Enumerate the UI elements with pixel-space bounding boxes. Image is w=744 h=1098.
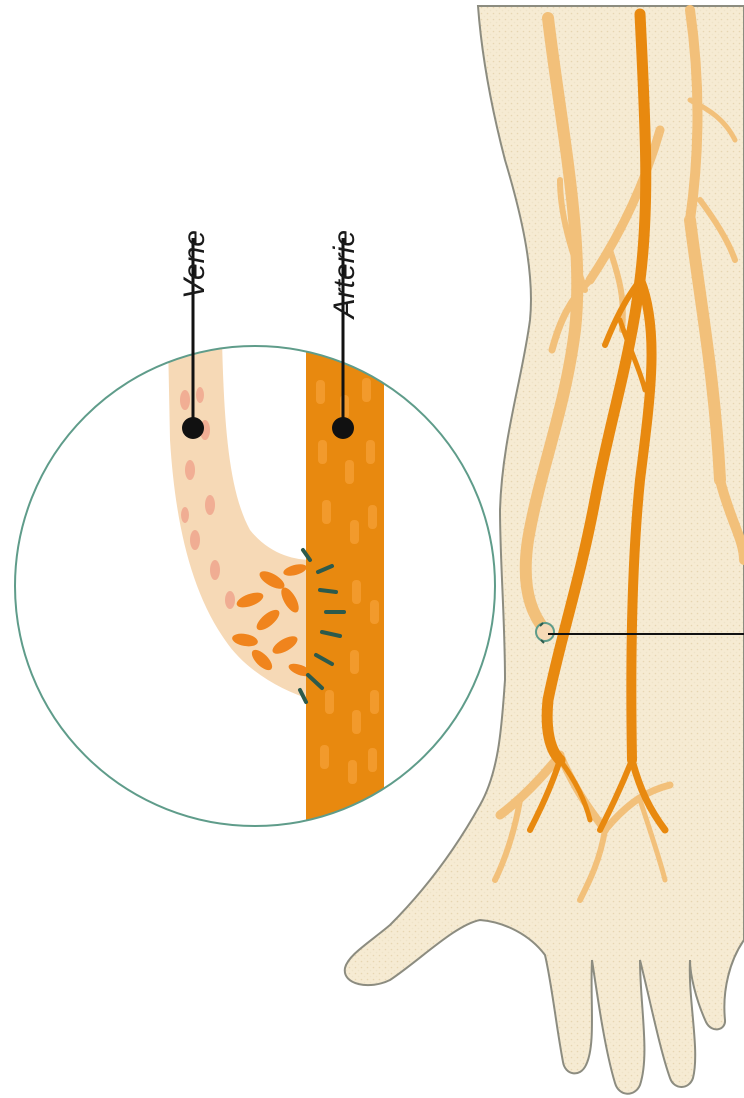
magnified-fistula-icon	[15, 340, 495, 826]
artery-marker-dot	[332, 417, 354, 439]
vein-marker-dot	[182, 417, 204, 439]
vein-label: Vene	[178, 230, 211, 299]
artery-label: Arterie	[328, 230, 361, 320]
